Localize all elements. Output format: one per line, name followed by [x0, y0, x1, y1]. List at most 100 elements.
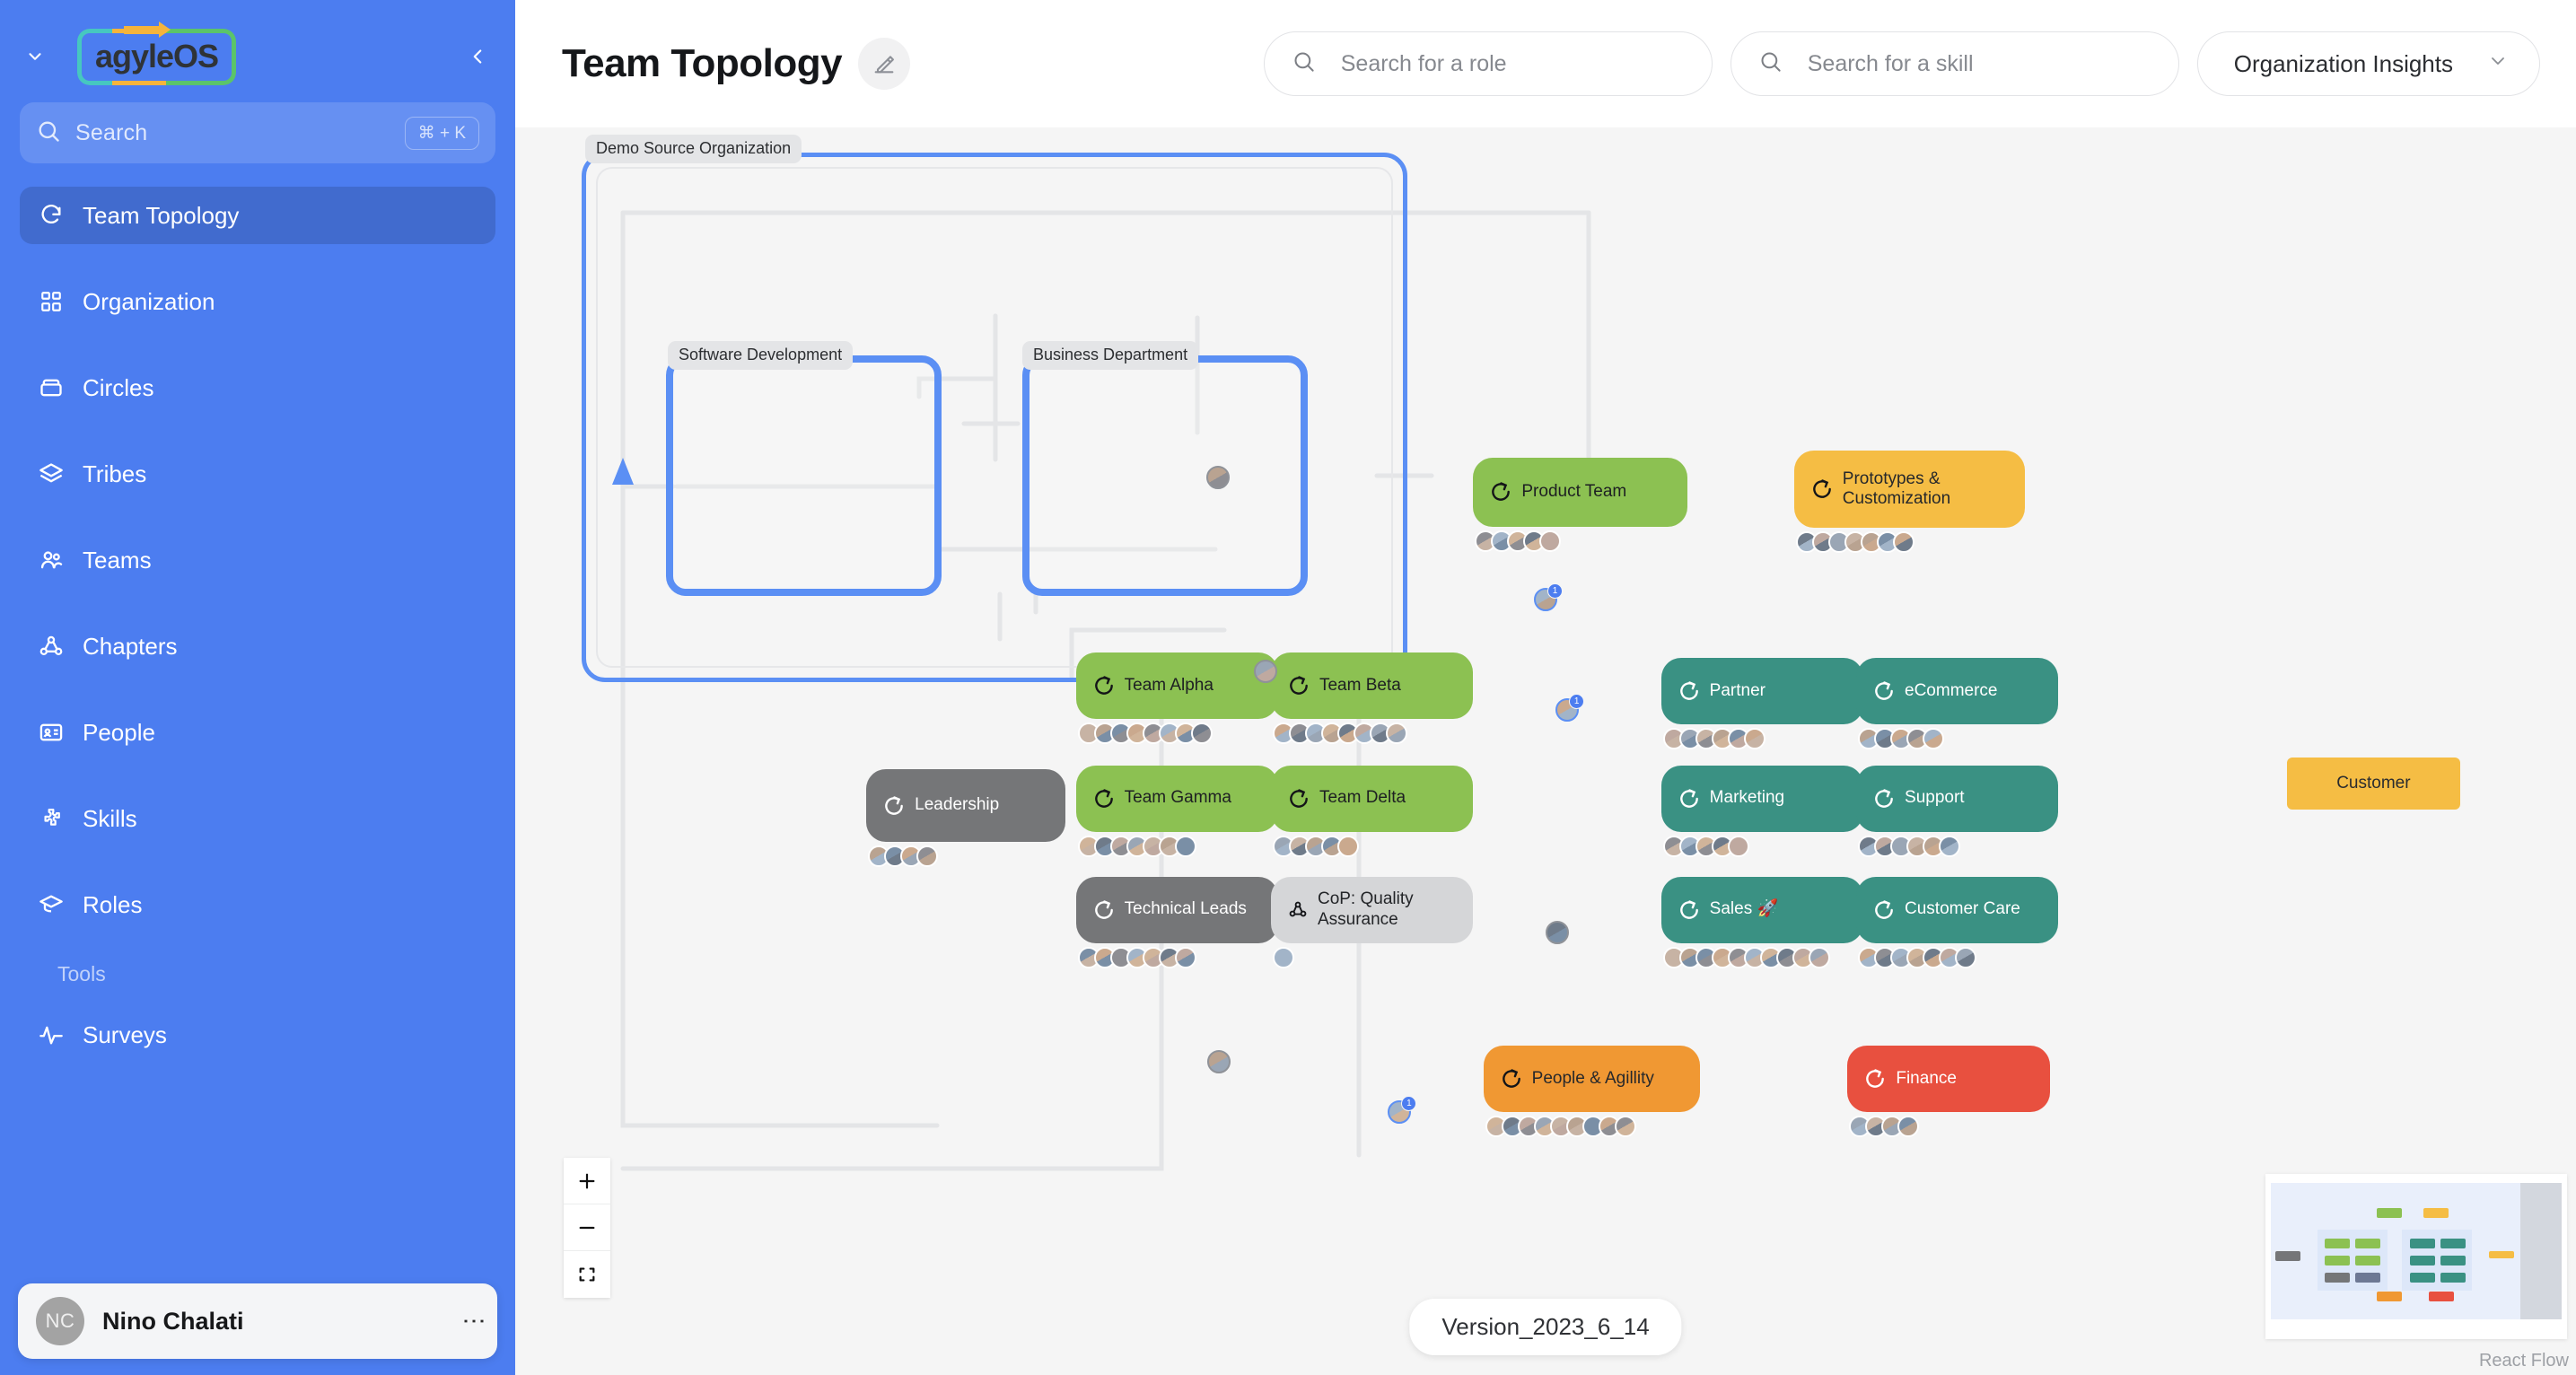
node-peopleagil[interactable]: People & Agillity — [1483, 1045, 1701, 1112]
member-avatars[interactable] — [1077, 835, 1196, 857]
sidebar-item-tribes[interactable]: Tribes — [20, 445, 495, 503]
node-support[interactable]: Support — [1856, 765, 2059, 832]
edge-avatar-marker[interactable]: 1 — [1534, 582, 1563, 611]
member-avatars[interactable] — [1272, 835, 1359, 857]
header-controls: Organization Insights — [1263, 31, 2540, 96]
avatar[interactable] — [1923, 728, 1945, 750]
member-avatars[interactable] — [1485, 1115, 1636, 1137]
member-avatars[interactable] — [1858, 946, 1977, 968]
node-alpha[interactable]: Team Alpha — [1075, 652, 1279, 719]
node-ecommerce[interactable]: eCommerce — [1856, 658, 2059, 725]
avatar[interactable] — [916, 845, 939, 867]
avatar[interactable] — [1892, 531, 1914, 554]
member-avatars[interactable] — [1662, 835, 1749, 857]
sidebar-item-roles[interactable]: Roles — [20, 876, 495, 933]
node-finance[interactable]: Finance — [1847, 1045, 2050, 1112]
sidebar-search[interactable]: Search ⌘ + K — [20, 102, 495, 163]
member-avatars[interactable] — [1272, 946, 1294, 968]
avatar[interactable] — [1955, 946, 1977, 968]
role-search-input[interactable] — [1340, 50, 1685, 77]
avatar[interactable] — [1939, 835, 1961, 857]
edge-avatar-marker[interactable]: 1 — [1388, 1096, 1417, 1125]
sidebar-user-card[interactable]: NC Nino Chalati ⋮ — [18, 1283, 497, 1359]
graduation-cap-icon — [38, 891, 65, 918]
edge-marker-count-badge: 1 — [1547, 582, 1563, 599]
avatar[interactable] — [1897, 1115, 1920, 1137]
role-search[interactable] — [1263, 31, 1713, 96]
avatar[interactable] — [1336, 835, 1359, 857]
member-avatars[interactable] — [1858, 728, 1945, 750]
avatar[interactable] — [1808, 946, 1830, 968]
sidebar-item-chapters[interactable]: Chapters — [20, 617, 495, 675]
minimap[interactable] — [2265, 1174, 2567, 1339]
edge-avatar-marker[interactable]: 1 — [1555, 694, 1585, 723]
chevron-left-icon[interactable] — [460, 39, 495, 74]
user-name: Nino Chalati — [102, 1307, 244, 1335]
zoom-out-button[interactable] — [564, 1204, 610, 1251]
member-avatars[interactable] — [1662, 946, 1830, 968]
node-marketing[interactable]: Marketing — [1660, 765, 1864, 832]
software-development-group[interactable] — [666, 355, 942, 596]
chevron-down-icon[interactable] — [20, 41, 50, 72]
avatar[interactable] — [1174, 835, 1196, 857]
member-avatars[interactable] — [1475, 530, 1562, 552]
organization-insights-dropdown[interactable]: Organization Insights — [2196, 31, 2540, 96]
edge-avatar-marker[interactable] — [1207, 1049, 1231, 1073]
node-custcare[interactable]: Customer Care — [1856, 876, 2059, 943]
member-avatars[interactable] — [1858, 835, 1961, 857]
node-label: Customer Care — [1905, 899, 2020, 919]
node-leadership[interactable]: Leadership — [866, 769, 1066, 842]
sidebar-item-surveys[interactable]: Surveys — [20, 1006, 495, 1064]
org-group-box[interactable] — [582, 153, 1407, 682]
more-vertical-icon[interactable]: ⋮ — [461, 1309, 488, 1333]
avatar[interactable] — [1743, 728, 1766, 750]
avatar[interactable] — [1539, 530, 1562, 552]
sidebar-item-people[interactable]: People — [20, 704, 495, 761]
edge-avatar-marker[interactable] — [1253, 660, 1277, 683]
node-copqa[interactable]: CoP: Quality Assurance — [1270, 876, 1474, 943]
avatar[interactable] — [1385, 723, 1407, 744]
member-avatars[interactable] — [1077, 723, 1213, 744]
sidebar-item-teams[interactable]: Teams — [20, 531, 495, 589]
edge-avatar-marker[interactable] — [1205, 466, 1230, 490]
sidebar-item-circles[interactable]: Circles — [20, 359, 495, 416]
sidebar-item-skills[interactable]: Skills — [20, 790, 495, 847]
avatar[interactable] — [1727, 835, 1749, 857]
node-customer[interactable]: Customer — [2286, 758, 2460, 810]
node-prototypes[interactable]: Prototypes & Customization — [1793, 450, 2026, 529]
skill-search-input[interactable] — [1807, 50, 2151, 77]
business-department-group[interactable] — [1022, 355, 1308, 596]
avatar[interactable] — [1174, 946, 1196, 968]
skill-search[interactable] — [1730, 31, 2179, 96]
avatar[interactable] — [1190, 723, 1213, 744]
avatar[interactable] — [1272, 946, 1294, 968]
fit-view-button[interactable] — [564, 1251, 610, 1298]
avatar[interactable] — [1614, 1115, 1636, 1137]
search-icon — [1292, 49, 1316, 78]
version-badge[interactable]: Version_2023_6_14 — [1409, 1299, 1682, 1355]
sidebar-item-label: Chapters — [83, 633, 178, 660]
member-avatars[interactable] — [1077, 946, 1196, 968]
member-avatars[interactable] — [1849, 1115, 1920, 1137]
circle-arrow-icon — [1287, 674, 1310, 697]
node-partner[interactable]: Partner — [1660, 658, 1864, 725]
member-avatars[interactable] — [1795, 531, 1914, 554]
member-avatars[interactable] — [1272, 723, 1407, 744]
sidebar-item-organization[interactable]: Organization — [20, 273, 495, 330]
node-sales[interactable]: Sales 🚀 — [1660, 876, 1864, 943]
flow-canvas[interactable]: Demo Source Organization Software Develo… — [515, 127, 2576, 1375]
node-delta[interactable]: Team Delta — [1270, 765, 1474, 832]
react-flow-attribution[interactable]: React Flow — [2478, 1351, 2569, 1371]
minimap-node — [2355, 1273, 2380, 1283]
node-beta[interactable]: Team Beta — [1270, 652, 1474, 719]
node-gamma[interactable]: Team Gamma — [1075, 765, 1279, 832]
node-product[interactable]: Product Team — [1473, 457, 1687, 527]
sidebar-item-team-topology[interactable]: Team Topology — [20, 187, 495, 244]
zoom-in-button[interactable] — [564, 1158, 610, 1204]
circle-arrow-icon — [1678, 787, 1701, 810]
pencil-square-icon[interactable] — [858, 38, 911, 90]
node-techleads[interactable]: Technical Leads — [1075, 876, 1279, 943]
edge-avatar-marker[interactable] — [1545, 921, 1569, 945]
member-avatars[interactable] — [1662, 728, 1766, 750]
member-avatars[interactable] — [868, 845, 939, 867]
